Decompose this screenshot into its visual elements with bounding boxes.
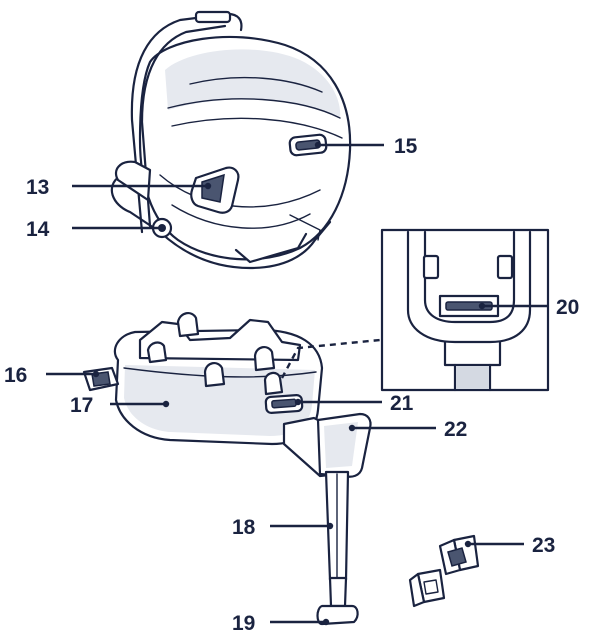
callout-22: 22 (444, 418, 467, 441)
leader-lines (46, 143, 548, 624)
callout-16: 16 (4, 364, 27, 387)
callout-15: 15 (394, 135, 418, 158)
callout-13: 13 (26, 176, 49, 199)
callout-labels: 13 14 15 16 17 18 19 20 21 22 23 (4, 135, 579, 635)
inset-link-line (280, 338, 381, 379)
isofix-base (82, 312, 324, 446)
callout-19: 19 (232, 612, 255, 635)
callout-18: 18 (232, 516, 256, 539)
support-leg (282, 412, 372, 626)
callout-17: 17 (70, 394, 93, 417)
infant-carrier (110, 10, 352, 270)
callout-21: 21 (390, 392, 414, 415)
callout-14: 14 (26, 218, 50, 241)
detail-inset (380, 228, 550, 392)
callout-23: 23 (532, 534, 555, 557)
leader-dots (92, 141, 486, 626)
callout-20: 20 (556, 296, 579, 319)
